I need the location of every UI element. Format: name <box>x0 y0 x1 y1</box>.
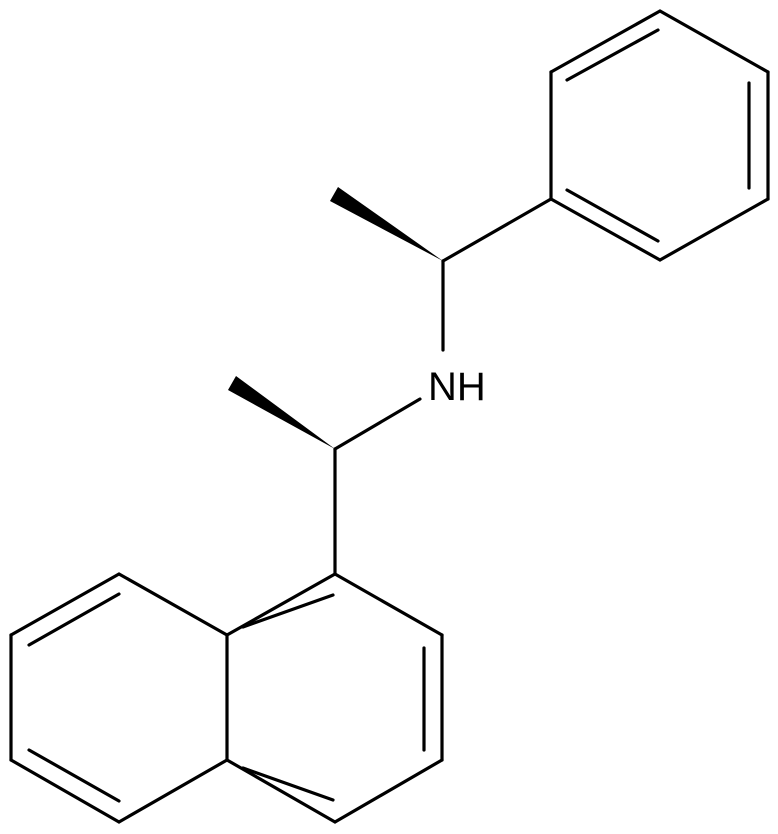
amine-label: NH <box>428 365 486 409</box>
naphthalene-bond <box>117 758 229 824</box>
methyl-wedge-bond <box>330 187 443 261</box>
naphthalene-bond <box>333 572 444 637</box>
naphthalene-rings <box>9 572 444 824</box>
phenyl-bond <box>658 197 770 262</box>
naphthalene-bond <box>9 758 121 824</box>
lower-stereocenter <box>228 376 422 576</box>
naphthalene-bond <box>333 758 444 824</box>
phenyl-double-bond <box>565 28 660 82</box>
methyl-wedge-bond <box>228 376 335 449</box>
phenyl-ring <box>549 9 770 262</box>
naphthalene-double-bond <box>27 748 121 803</box>
phenyl-bond <box>549 9 662 74</box>
phenyl-bond <box>549 197 662 262</box>
ring-to-chiral-bond <box>441 197 553 263</box>
naphthalene-bond <box>9 572 121 637</box>
naphthalene-bond <box>117 572 229 637</box>
upper-stereocenter <box>330 187 553 352</box>
naphthalene-double-bond <box>241 766 335 802</box>
naphthalene-double-bond <box>241 593 335 629</box>
naphthalene-double-bond <box>27 592 121 647</box>
nitrogen-to-chiral-bond <box>333 397 422 451</box>
phenyl-double-bond <box>565 188 660 243</box>
phenyl-bond <box>658 9 770 74</box>
